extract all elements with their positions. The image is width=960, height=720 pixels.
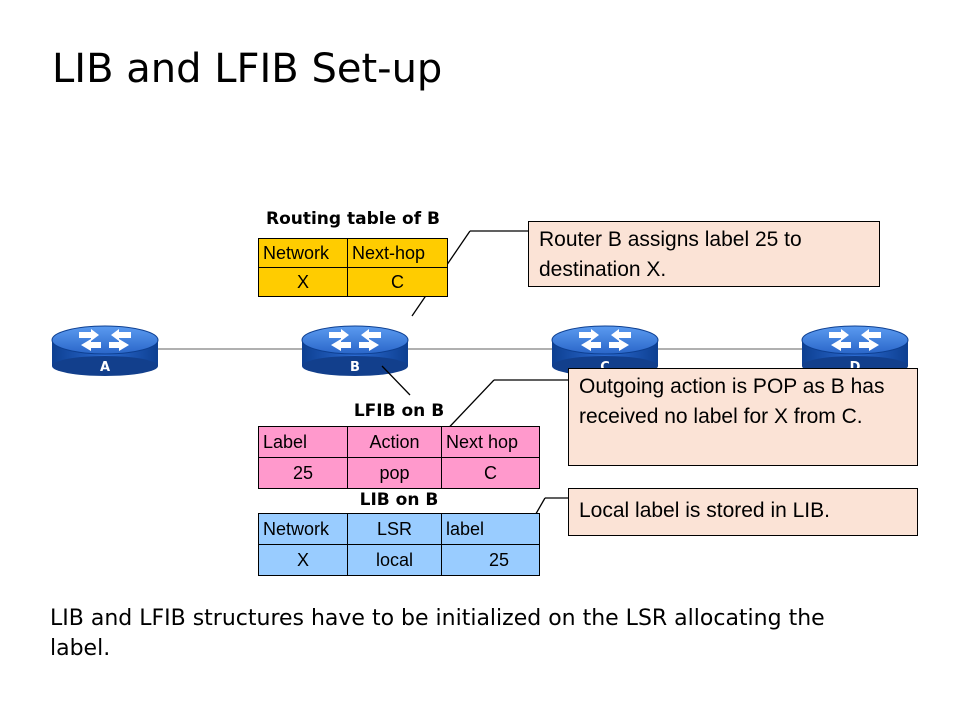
router-d: D — [801, 325, 909, 377]
routing-header-nexthop: Next-hop — [347, 238, 448, 268]
lfib-table: Label Action Next hop 25 pop C — [258, 426, 540, 489]
router-label-b: B — [350, 360, 360, 375]
lib-cell-network: X — [258, 544, 348, 576]
callout-assign: Router B assigns label 25 to destination… — [528, 221, 880, 287]
slide-title: LIB and LFIB Set-up — [52, 46, 443, 92]
table-row: Label Action Next hop — [258, 426, 540, 458]
table-row: 25 pop C — [258, 457, 540, 489]
routing-header-network: Network — [258, 238, 348, 268]
connector-router-b-lfib — [381, 365, 411, 396]
lib-cell-label: 25 — [441, 544, 540, 576]
lfib-header-label: Label — [258, 426, 348, 458]
lfib-title: LFIB on B — [353, 401, 445, 421]
routing-table: Network Next-hop X C — [258, 238, 448, 297]
slide-caption: LIB and LFIB structures have to be initi… — [50, 606, 825, 661]
routing-table-title: Routing table of B — [265, 209, 440, 229]
router-a: A — [51, 325, 159, 377]
routing-cell-nexthop: C — [347, 267, 448, 297]
router-b: B — [301, 325, 409, 377]
lib-header-lsr: LSR — [347, 513, 442, 545]
lfib-cell-action: pop — [347, 457, 442, 489]
lfib-cell-label: 25 — [258, 457, 348, 489]
table-row: Network LSR label — [258, 513, 540, 545]
table-row: X local 25 — [258, 544, 540, 576]
table-row: X C — [258, 267, 448, 297]
table-row: Network Next-hop — [258, 238, 448, 268]
lib-header-network: Network — [258, 513, 348, 545]
lib-table: Network LSR label X local 25 — [258, 513, 540, 576]
router-c: C — [551, 325, 659, 377]
lfib-cell-nexthop: C — [441, 457, 540, 489]
router-label-d: D — [850, 360, 861, 375]
lib-title: LIB on B — [359, 490, 439, 510]
callout-local: Local label is stored in LIB. — [568, 488, 918, 536]
lib-cell-lsr: local — [347, 544, 442, 576]
callout-pop: Outgoing action is POP as B has received… — [568, 368, 918, 466]
lfib-header-nexthop: Next hop — [441, 426, 540, 458]
router-label-a: A — [100, 360, 110, 375]
routing-cell-network: X — [258, 267, 348, 297]
lfib-header-action: Action — [347, 426, 442, 458]
lib-header-label: label — [441, 513, 540, 545]
router-label-c: C — [600, 360, 610, 375]
